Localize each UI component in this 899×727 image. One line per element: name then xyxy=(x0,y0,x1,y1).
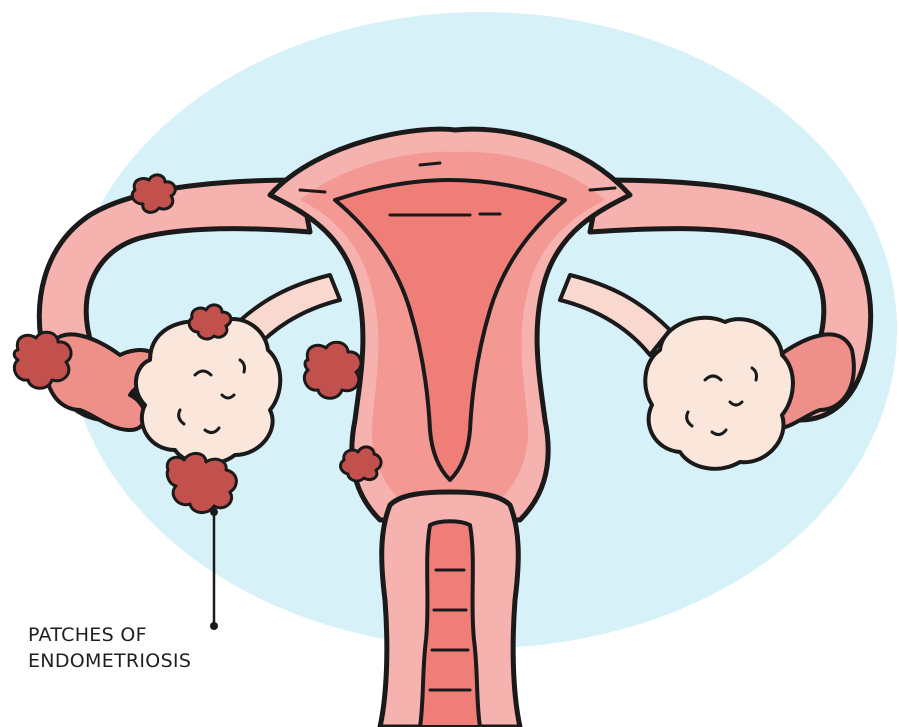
cervical-canal xyxy=(420,521,480,727)
right-ovary xyxy=(645,318,793,469)
callout-label-line-1: PATCHES OF xyxy=(28,622,191,648)
callout-dot-top xyxy=(210,508,218,516)
callout-dot-bottom xyxy=(210,622,218,630)
callout-label-line-2: ENDOMETRIOSIS xyxy=(28,648,191,674)
endometriosis-patch-uterus-side xyxy=(304,342,361,398)
left-ovary xyxy=(136,319,280,464)
endometriosis-callout-label: PATCHES OF ENDOMETRIOSIS xyxy=(28,622,191,674)
endometriosis-patch-tube-left xyxy=(14,332,71,388)
